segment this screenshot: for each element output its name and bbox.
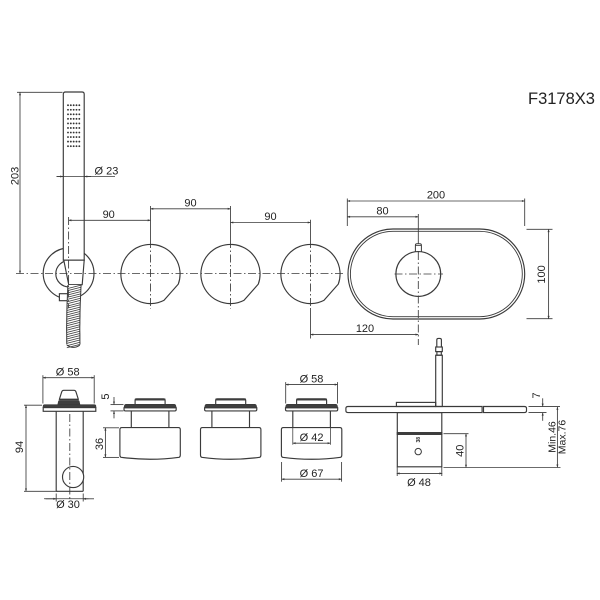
svg-text:Min.46: Min.46: [547, 421, 559, 453]
svg-text:Max.76: Max.76: [556, 420, 568, 455]
svg-text:Ø 58: Ø 58: [300, 373, 324, 385]
svg-text:90: 90: [184, 197, 196, 209]
svg-text:94: 94: [14, 441, 26, 453]
svg-text:80: 80: [376, 205, 388, 217]
svg-text:38: 38: [416, 437, 422, 443]
svg-text:90: 90: [264, 211, 276, 223]
svg-text:120: 120: [356, 323, 374, 335]
svg-text:Ø 67: Ø 67: [300, 468, 324, 480]
svg-text:Ø 30: Ø 30: [56, 499, 80, 511]
svg-text:203: 203: [10, 167, 22, 185]
svg-text:40: 40: [455, 445, 467, 457]
svg-text:Ø 58: Ø 58: [56, 366, 80, 378]
svg-text:Ø 23: Ø 23: [95, 166, 119, 178]
svg-text:7: 7: [531, 392, 543, 398]
svg-text:Ø 48: Ø 48: [407, 477, 431, 489]
svg-text:100: 100: [536, 265, 548, 283]
svg-text:200: 200: [427, 190, 445, 202]
svg-text:36: 36: [94, 438, 106, 450]
svg-text:F3178X3: F3178X3: [528, 90, 595, 108]
svg-text:Ø 42: Ø 42: [300, 432, 324, 444]
svg-text:5: 5: [100, 394, 112, 400]
svg-text:90: 90: [103, 209, 115, 221]
